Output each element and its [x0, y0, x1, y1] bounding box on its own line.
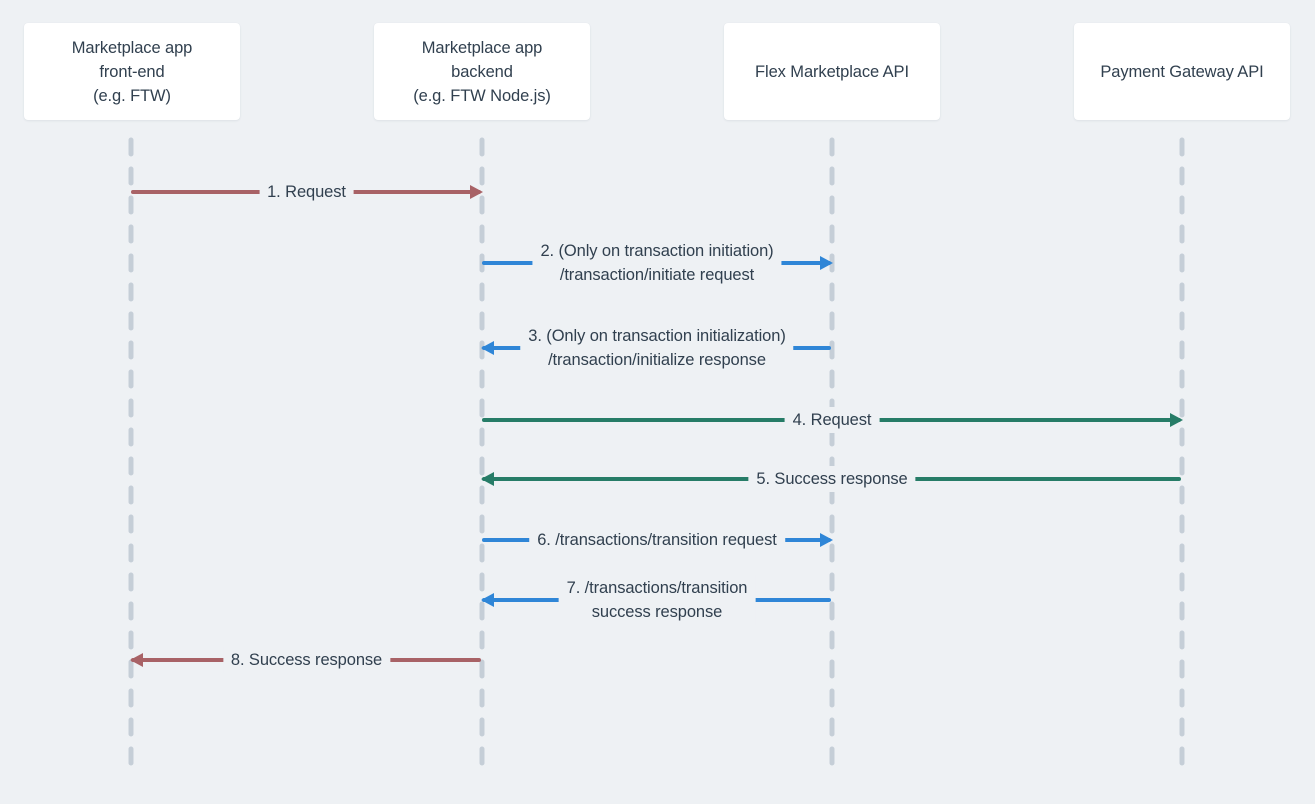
actor-marketplace-frontend: Marketplace app front-end (e.g. FTW)	[24, 23, 240, 120]
arrowhead-right-icon	[470, 185, 483, 199]
arrowhead-right-icon	[820, 256, 833, 270]
message-3-label: 3. (Only on transaction initialization) …	[520, 323, 794, 373]
actor-label: front-end	[99, 62, 165, 81]
arrowhead-left-icon	[481, 593, 494, 607]
arrowhead-left-icon	[481, 341, 494, 355]
message-5-label: 5. Success response	[748, 466, 916, 492]
arrowhead-left-icon	[130, 653, 143, 667]
actor-label: Marketplace app	[71, 38, 193, 57]
actor-label: Payment Gateway API	[1100, 62, 1264, 81]
actor-flex-marketplace-api: Flex Marketplace API	[724, 23, 940, 120]
message-4-label: 4. Request	[784, 407, 880, 433]
arrowhead-right-icon	[1170, 413, 1183, 427]
actor-label: Marketplace app	[421, 38, 543, 57]
arrowhead-right-icon	[820, 533, 833, 547]
message-2-label: 2. (Only on transaction initiation) /tra…	[532, 238, 782, 288]
actor-label: Flex Marketplace API	[755, 62, 909, 81]
actor-label: (e.g. FTW)	[93, 86, 171, 105]
arrowhead-left-icon	[481, 472, 494, 486]
actor-label: (e.g. FTW Node.js)	[413, 86, 551, 105]
message-1-label: 1. Request	[259, 179, 354, 205]
message-8-label: 8. Success response	[222, 647, 391, 673]
actor-label: backend	[451, 62, 513, 81]
actor-payment-gateway-api: Payment Gateway API	[1074, 23, 1290, 120]
actor-marketplace-backend: Marketplace app backend (e.g. FTW Node.j…	[374, 23, 590, 120]
message-6-label: 6. /transactions/transition request	[529, 527, 785, 553]
message-7-label: 7. /transactions/transition success resp…	[558, 575, 756, 625]
